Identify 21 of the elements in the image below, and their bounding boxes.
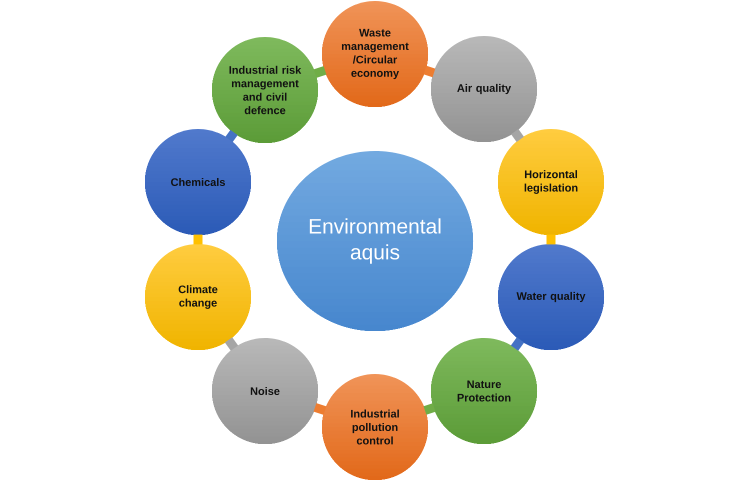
topic-label: Air quality: [457, 84, 512, 94]
topic-label: Industrial pollution control: [351, 410, 399, 444]
connector: [424, 66, 436, 78]
connector: [225, 130, 238, 142]
topic-label: Industrial risk management and civil defence: [230, 66, 302, 114]
connector: [224, 337, 238, 351]
topic-label: Climate change: [178, 285, 218, 309]
topic-label: Chemicals: [171, 178, 225, 186]
connector: [314, 403, 326, 415]
topic-label: Water quality: [516, 292, 586, 302]
topic-label: Horizontal legislation: [524, 170, 578, 194]
connector: [194, 234, 202, 244]
connector: [511, 129, 524, 142]
topic-label: Nature Protection: [458, 380, 510, 402]
center-label: Environmental aquis: [310, 218, 440, 264]
topic-label: Noise: [250, 386, 280, 396]
connector: [424, 403, 436, 415]
connector: [510, 337, 524, 351]
connector: [314, 66, 326, 78]
connector: [546, 234, 556, 244]
topic-label: Waste management /Circular economy: [342, 28, 409, 80]
